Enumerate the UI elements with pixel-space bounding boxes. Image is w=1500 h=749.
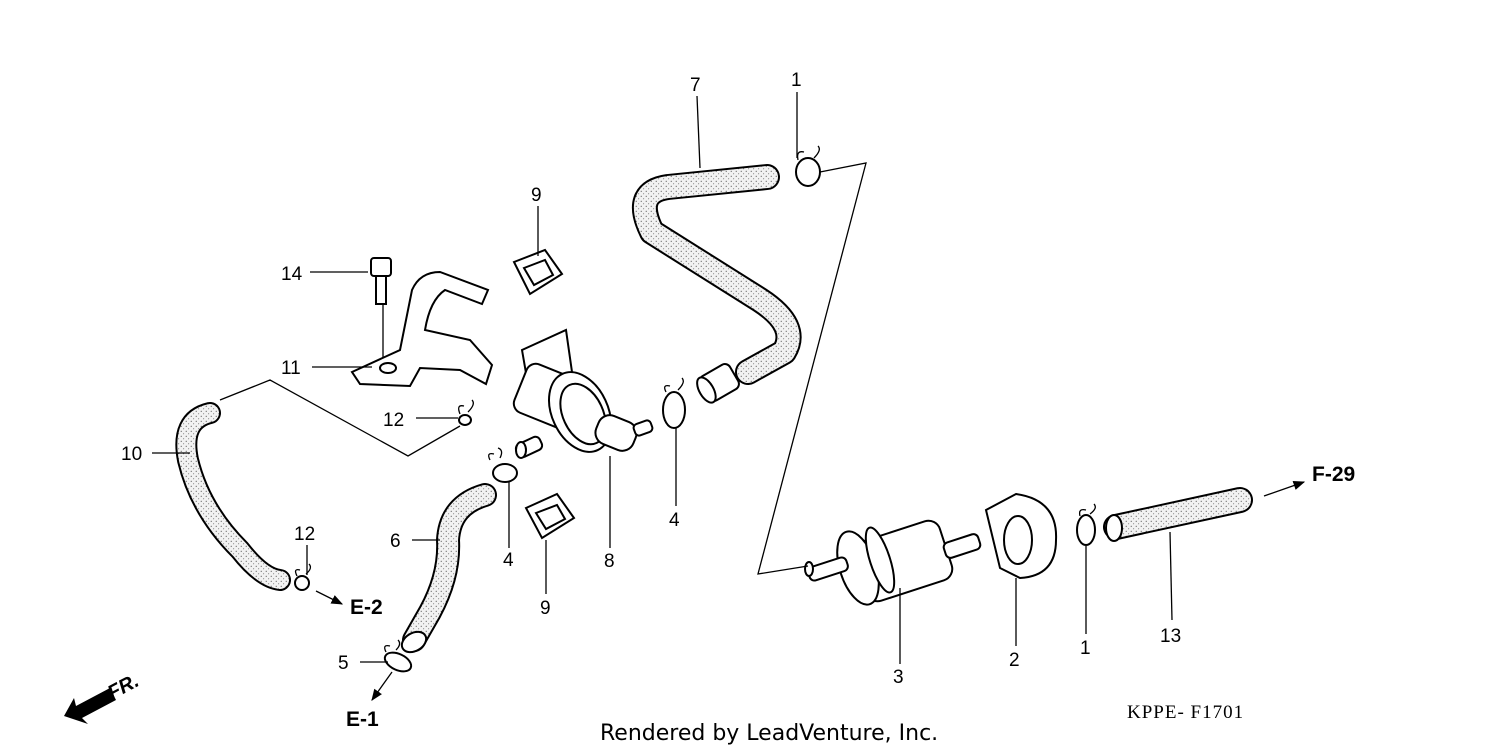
diagram-code: KPPE- F1701: [1127, 702, 1244, 723]
hose-7: [631, 164, 802, 404]
grommet-9-lower: [524, 492, 576, 540]
leader-lines: [152, 92, 1306, 701]
callout-8: 8: [604, 551, 615, 572]
callout-11: 11: [281, 358, 301, 379]
clip-5: [383, 639, 413, 673]
bolt-14: [370, 257, 392, 305]
hose-10: [175, 402, 291, 591]
callout-14: 14: [281, 264, 303, 285]
callout-9-lower: 9: [540, 598, 551, 619]
credit-text: Rendered by LeadVenture, Inc.: [600, 721, 938, 746]
clip-1-right: [1076, 503, 1096, 546]
clip-1-top: [795, 145, 821, 187]
air-injection-valve-8: [512, 328, 654, 459]
callout-1-top: 1: [791, 70, 802, 91]
callout-2: 2: [1009, 650, 1020, 671]
callout-10: 10: [121, 444, 142, 465]
callout-6: 6: [390, 531, 401, 552]
callout-4-right: 4: [669, 510, 680, 531]
reference-e2[interactable]: E-2: [350, 596, 383, 619]
callout-12-lower: 12: [294, 524, 315, 545]
callout-9-upper: 9: [531, 185, 542, 206]
reference-e1[interactable]: E-1: [346, 708, 379, 731]
holder-2: [984, 492, 1058, 580]
grommet-9-upper: [512, 248, 564, 296]
fuel-filter-3: [804, 519, 982, 606]
front-direction-arrow-icon: FR.: [64, 670, 143, 724]
clip-12-lower: [294, 563, 312, 591]
callout-5: 5: [338, 653, 349, 674]
clip-12-upper: [458, 399, 474, 426]
callout-1-right: 1: [1080, 638, 1091, 659]
clip-4-right: [662, 377, 686, 429]
clip-4-left: [488, 447, 518, 483]
callout-12-upper: 12: [383, 410, 404, 431]
callout-7: 7: [690, 75, 701, 96]
reference-f29[interactable]: F-29: [1312, 463, 1355, 486]
callout-labels: 1 7 9 14 11 12 10 12 6 4 9 8 4 5 3 2 1 1…: [121, 70, 1181, 688]
bracket-11: [350, 270, 494, 388]
hose-6: [400, 483, 497, 654]
callout-13: 13: [1160, 626, 1181, 647]
hose-13: [1103, 487, 1253, 542]
callout-4-left: 4: [503, 550, 514, 571]
callout-3: 3: [893, 667, 904, 688]
